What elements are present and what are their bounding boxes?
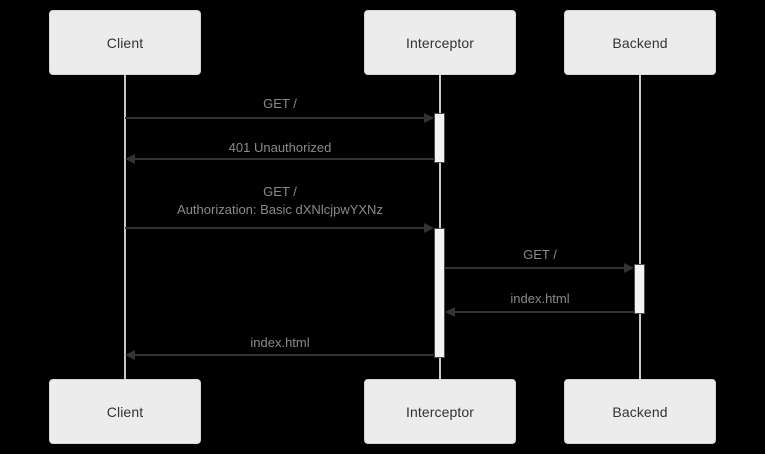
participant-label-backend-bottom: Backend	[612, 403, 668, 420]
participant-box-backend-top[interactable]: Backend	[564, 10, 716, 75]
message-line-2	[135, 158, 435, 160]
participant-box-interceptor-bottom[interactable]: Interceptor	[364, 379, 516, 444]
participant-label-client-top: Client	[106, 34, 144, 51]
participant-label-backend-top: Backend	[612, 34, 668, 51]
message-label-4: GET /	[523, 247, 557, 262]
participant-label-client-bottom: Client	[106, 403, 144, 420]
message-label-6: index.html	[250, 335, 310, 350]
arrow-head-left-icon-6	[125, 350, 135, 360]
message-label-3-line1: GET /	[263, 184, 297, 199]
arrow-head-left-icon-2	[125, 154, 135, 164]
participant-box-client-top[interactable]: Client	[49, 10, 201, 75]
message-line-3	[125, 227, 427, 229]
activation-bar-backend-1	[634, 264, 645, 314]
message-label-5: index.html	[510, 291, 570, 306]
participant-box-interceptor-top[interactable]: Interceptor	[364, 10, 516, 75]
lifeline-interceptor	[439, 75, 441, 379]
message-line-4	[445, 267, 627, 269]
participant-label-interceptor-top: Interceptor	[405, 34, 475, 51]
participant-box-backend-bottom[interactable]: Backend	[564, 379, 716, 444]
lifeline-backend	[639, 75, 641, 379]
participant-label-interceptor-bottom: Interceptor	[405, 403, 475, 420]
message-line-1	[125, 117, 427, 119]
message-line-6	[135, 354, 435, 356]
message-label-1: GET /	[263, 96, 297, 111]
activation-bar-interceptor-1	[434, 113, 445, 163]
arrow-head-right-icon-1	[424, 113, 434, 123]
message-label-3-line2: Authorization: Basic dXNlcjpwYXNz	[177, 202, 383, 217]
participant-box-client-bottom[interactable]: Client	[49, 379, 201, 444]
arrow-head-left-icon-5	[445, 307, 455, 317]
message-line-5	[455, 311, 635, 313]
message-label-2: 401 Unauthorized	[228, 140, 332, 155]
activation-bar-interceptor-2	[434, 228, 445, 358]
arrow-head-right-icon-3	[424, 223, 434, 233]
arrow-head-right-icon-4	[624, 263, 634, 273]
